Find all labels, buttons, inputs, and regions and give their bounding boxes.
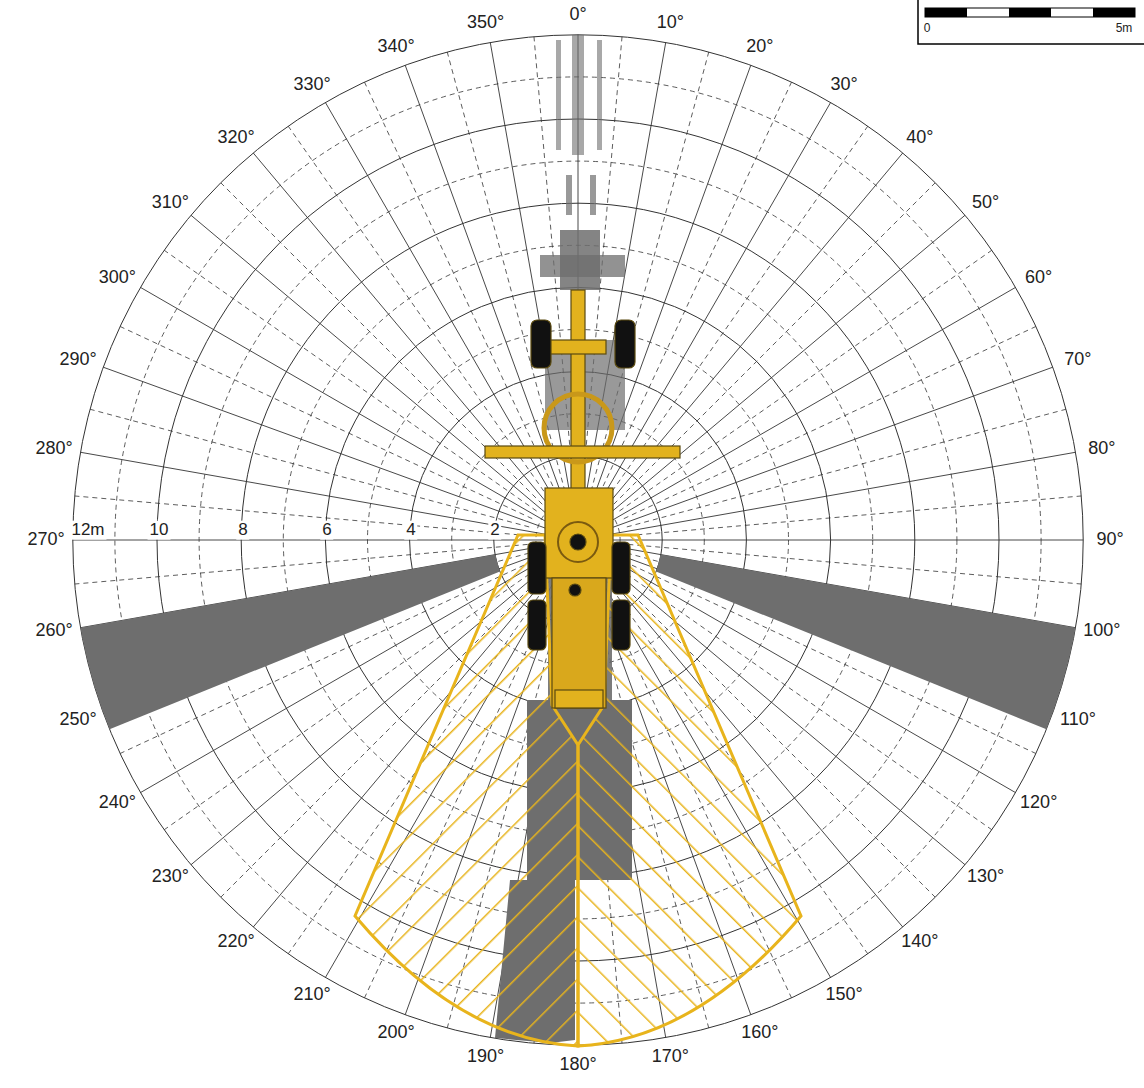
- range-label: 2: [488, 521, 501, 540]
- bearing-label: 350°: [467, 13, 504, 33]
- bearing-label: 200°: [377, 1023, 414, 1043]
- bearing-label: 60°: [1025, 268, 1052, 288]
- bearing-line: [627, 409, 1066, 527]
- bearing-line: [603, 540, 1083, 541]
- bearing-label: 190°: [467, 1047, 504, 1067]
- bearing-label: 300°: [99, 268, 136, 288]
- bearing-label: 280°: [35, 439, 72, 459]
- bearing-label: 160°: [741, 1023, 778, 1043]
- scale-bar: [918, 0, 1144, 44]
- bearing-line: [628, 496, 1081, 536]
- bearing-label: 10°: [657, 13, 684, 33]
- bearing-label: 80°: [1088, 439, 1115, 459]
- bearing-line: [73, 540, 553, 541]
- bearing-label: 20°: [746, 37, 773, 57]
- bearing-label: 40°: [906, 128, 933, 148]
- range-label: 10: [148, 521, 171, 540]
- bearing-label: 120°: [1020, 793, 1057, 813]
- bearing-line: [624, 326, 1036, 518]
- bearing-label: 340°: [377, 37, 414, 57]
- bearing-line: [90, 409, 529, 527]
- bearing-label: 310°: [152, 193, 189, 213]
- bearing-label: 150°: [825, 985, 862, 1005]
- bearing-line: [603, 452, 1076, 535]
- bearing-label: 290°: [59, 351, 96, 371]
- polar-grid: [73, 35, 1083, 1045]
- bearing-label: 210°: [293, 985, 330, 1005]
- bearing-label: 30°: [830, 75, 857, 95]
- bearing-label: 220°: [217, 932, 254, 952]
- bearing-line: [253, 153, 561, 521]
- bearing-label: 0°: [569, 5, 586, 25]
- bearing-line: [120, 326, 532, 518]
- range-ring: [73, 35, 1083, 1045]
- bearing-label: 140°: [901, 932, 938, 952]
- visible-zone: [355, 535, 801, 1046]
- bearing-line: [288, 126, 549, 498]
- bearing-line: [364, 82, 556, 494]
- bearing-label: 100°: [1083, 621, 1120, 641]
- bearing-line: [164, 250, 536, 511]
- bearing-label: 240°: [99, 793, 136, 813]
- bearing-line: [619, 250, 991, 511]
- bearing-label: 180°: [559, 1055, 596, 1075]
- bearing-line: [597, 215, 965, 523]
- bearing-label: 250°: [59, 710, 96, 730]
- bearing-label: 170°: [652, 1047, 689, 1067]
- range-label: 8: [236, 521, 249, 540]
- bearing-label: 110°: [1060, 710, 1096, 730]
- bearing-label: 330°: [293, 75, 330, 95]
- bearing-label: 70°: [1064, 351, 1091, 371]
- bearing-line: [599, 82, 791, 494]
- scale-label: 5m: [1116, 22, 1133, 35]
- bearing-label: 230°: [152, 868, 189, 888]
- bearing-label: 130°: [967, 868, 1004, 888]
- bearing-label: 270°: [27, 530, 64, 550]
- range-label: 12m: [69, 521, 106, 540]
- bearing-line: [600, 287, 1016, 527]
- bearing-label: 50°: [972, 193, 999, 213]
- bearing-line: [75, 496, 528, 536]
- bearing-line: [140, 287, 556, 527]
- scale-label: 0: [924, 22, 931, 35]
- bearing-label: 260°: [35, 621, 72, 641]
- range-label: 4: [404, 521, 417, 540]
- bearing-label: 90°: [1096, 530, 1123, 550]
- motor-grader: [485, 290, 680, 708]
- range-label: 6: [320, 521, 333, 540]
- bearing-line: [607, 126, 868, 498]
- bearing-label: 320°: [217, 128, 254, 148]
